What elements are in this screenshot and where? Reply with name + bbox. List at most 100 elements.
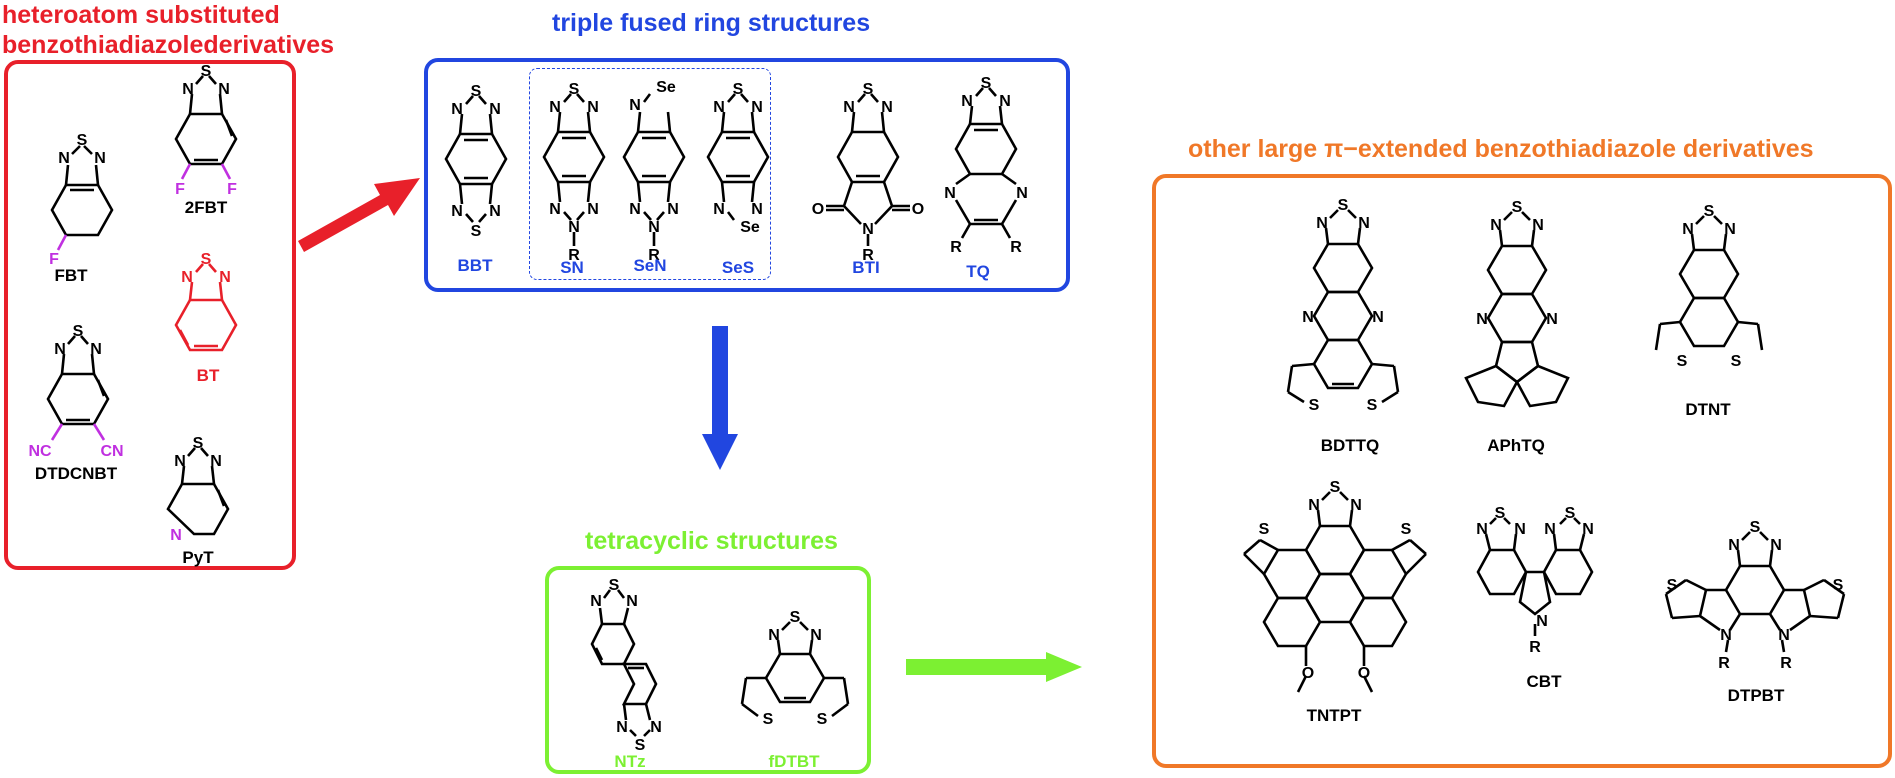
atom-s: S	[609, 577, 620, 594]
molecule-pyt: S N N N	[166, 435, 230, 544]
atom-n: N	[626, 593, 638, 610]
atom-n: N	[549, 201, 561, 218]
atom-s: S	[863, 81, 874, 98]
atom-n: N	[650, 719, 662, 736]
atom-r: R	[1529, 639, 1541, 656]
atom-n: N	[1372, 309, 1384, 326]
label-tntpt: TNTPT	[1306, 706, 1362, 725]
atom-n: N	[181, 269, 193, 286]
atom-n: N	[961, 93, 973, 110]
label-sn: SN	[560, 258, 584, 277]
atom-n: N	[451, 101, 463, 118]
atom-s: S	[1512, 199, 1523, 216]
atom-o: O	[912, 201, 924, 218]
atom-n: N	[54, 341, 66, 358]
atom-n: N	[1720, 627, 1732, 644]
atom-o: O	[812, 201, 824, 218]
atom-s: S	[733, 81, 744, 98]
atom-n: N	[629, 201, 641, 218]
atom-f: F	[227, 181, 237, 198]
label-ses: SeS	[721, 258, 755, 277]
atom-s: S	[1731, 353, 1742, 370]
atom-n: N	[1350, 497, 1362, 514]
molecule-fbt: S N N F	[49, 132, 114, 268]
atom-n: N	[1544, 521, 1556, 538]
label-aphtq: APhTQ	[1487, 436, 1545, 455]
blue-down-arrow	[702, 326, 738, 470]
heading-triple-fused: triple fused ring structures	[552, 9, 871, 37]
atom-s: S	[1750, 519, 1761, 536]
atom-s: S	[193, 435, 204, 452]
atom-s: S	[1565, 505, 1576, 522]
atom-n: N	[170, 527, 182, 544]
label-dtdcnbt: DTDCNBT	[34, 464, 118, 483]
atom-s: S	[1833, 577, 1844, 594]
atom-n: N	[616, 719, 628, 736]
label-dtnt: DTNT	[1685, 400, 1731, 419]
molecule-bdttq: S N N N N S S	[1286, 197, 1400, 414]
atom-r: R	[1010, 239, 1022, 256]
atom-n: N	[881, 99, 893, 116]
frame-other-extended	[1152, 174, 1892, 768]
atom-n: N	[713, 99, 725, 116]
atom-n: N	[629, 97, 641, 114]
atom-n: N	[1770, 537, 1782, 554]
atom-s: S	[817, 711, 828, 728]
label-ntz: NTz	[614, 752, 646, 771]
atom-s: S	[201, 251, 212, 268]
atom-n: N	[549, 99, 561, 116]
molecule-2fbt: S N N F F	[174, 63, 238, 198]
molecule-bt: S N N	[174, 251, 238, 352]
atom-nc: NC	[28, 443, 52, 460]
label-pyt: PyT	[182, 548, 214, 567]
atom-n: N	[1724, 221, 1736, 238]
atom-n: N	[1682, 221, 1694, 238]
frame-tetracyclic	[545, 566, 871, 774]
atom-n: N	[999, 93, 1011, 110]
atom-n: N	[1532, 217, 1544, 234]
atom-s: S	[1677, 353, 1688, 370]
atom-n: N	[751, 201, 763, 218]
molecule-dtdcnbt: S N N NC CN	[28, 323, 123, 460]
red-right-arrow	[298, 178, 420, 252]
atom-s: S	[1338, 197, 1349, 214]
atom-n: N	[587, 201, 599, 218]
atom-s: S	[981, 75, 992, 92]
atom-o: O	[1358, 665, 1370, 682]
atom-se: Se	[740, 219, 760, 236]
atom-s: S	[1330, 479, 1341, 496]
atom-n: N	[219, 269, 231, 286]
atom-s: S	[1401, 521, 1412, 538]
molecule-tntpt: S N N S S O O	[1243, 479, 1427, 693]
atom-s: S	[1667, 577, 1678, 594]
atom-r: R	[950, 239, 962, 256]
atom-r: R	[1780, 655, 1792, 672]
molecule-dtnt: S N N S S	[1654, 203, 1764, 370]
molecule-bti: S N N O O N R	[812, 81, 924, 264]
heading-heteroatom-line2: benzothiadiazolederivatives	[2, 31, 335, 59]
atom-n: N	[768, 627, 780, 644]
heading-heteroatom-line1: heteroatom substituted	[2, 1, 280, 29]
molecule-sen: Se N N N N R	[622, 79, 686, 264]
label-fbt: FBT	[54, 266, 88, 285]
atom-n: N	[174, 453, 186, 470]
frame-triple-subgroup	[529, 68, 771, 280]
atom-n: N	[1728, 537, 1740, 554]
molecule-ses: S N N N N Se	[706, 81, 770, 236]
molecule-cbt: S N N S N N N R	[1476, 505, 1594, 656]
atom-s: S	[1309, 397, 1320, 414]
atom-n: N	[1476, 521, 1488, 538]
frame-heteroatom	[4, 60, 296, 570]
atom-n: N	[489, 101, 501, 118]
atom-n: N	[751, 99, 763, 116]
atom-n: N	[1476, 311, 1488, 328]
atom-n: N	[1514, 521, 1526, 538]
atom-n: N	[568, 219, 580, 236]
label-tq: TQ	[966, 262, 990, 281]
atom-n: N	[1536, 613, 1548, 630]
atom-s: S	[471, 223, 482, 240]
atom-n: N	[1316, 215, 1328, 232]
green-right-arrow	[906, 652, 1082, 682]
atom-s: S	[1367, 397, 1378, 414]
atom-s: S	[790, 609, 801, 626]
